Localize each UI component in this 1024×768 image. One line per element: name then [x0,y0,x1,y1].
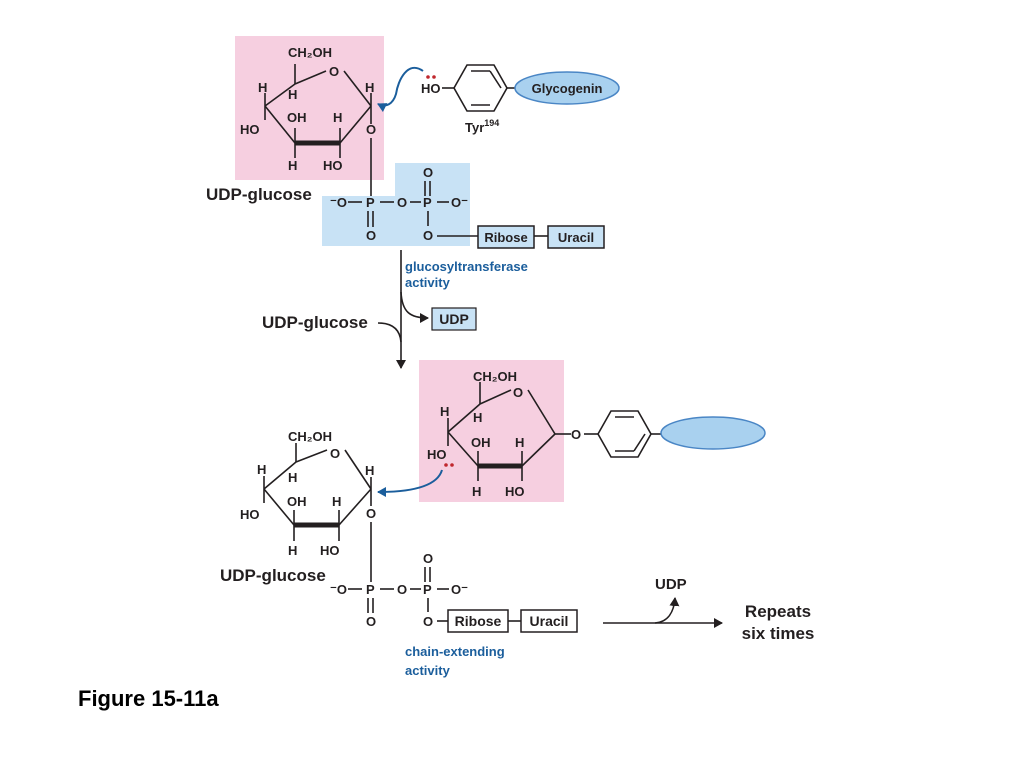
hydroxyl-label: OH [287,110,307,125]
activity-label: activity [405,275,451,290]
glycosidic-oxygen: O [366,506,376,521]
glycogenin-label: Glycogenin [532,81,603,96]
ribose-linking-oxygen: O [423,228,433,243]
udp-release-arrow [654,597,680,624]
hydroxyl-label: HO [505,484,525,499]
glucose-highlight-box [235,36,384,180]
h-atom: H [288,543,297,558]
ribose-box [477,225,535,249]
glucosylated-glycogenin: CH₂OH O H H HO OH H H HO O [377,360,766,502]
udp-glucose-input-label: UDP-glucose [262,313,368,332]
h-atom: H [440,404,449,419]
hydroxyl-label: HO [240,122,260,137]
phosphorus-atom: P [423,195,432,210]
udp-release-arrow [400,291,429,323]
ch2oh-label: CH₂OH [473,369,517,384]
activity-label: activity [405,663,451,678]
ch2oh-label: CH₂OH [288,429,332,444]
udp-release-label: UDP [655,576,687,593]
glycogenin-tyrosine: HO Glycogenin Tyr194 [377,64,620,135]
ribose-linking-oxygen: O [423,614,433,629]
udp-glucose-label: UDP-glucose [220,566,326,585]
h-atom: H [257,462,266,477]
hydroxyl-label: OH [287,494,307,509]
nucleophilic-attack-arrow [377,66,424,113]
phosphate-o-minus: ⁻O [330,195,347,210]
top-udp-glucose-molecule: CH₂OH O H H H HO OH H H HO O ⁻O P O P O⁻… [206,36,605,249]
uracil-label: Uracil [558,230,594,245]
chain-extending-label: chain-extending [405,644,505,659]
reaction-step-1: glucosyltransferase activity UDP UDP-glu… [262,250,528,369]
tyr-label: Tyr194 [465,118,499,135]
h-atom: H [333,110,342,125]
figure-caption: Figure 15-11a [78,686,219,711]
phosphate-o-minus: O⁻ [451,195,468,210]
h-atom: H [365,80,374,95]
glycosidic-oxygen: O [366,122,376,137]
oxo-oxygen: O [423,165,433,180]
hydroxyl-label: HO [240,507,260,522]
chain-extension-attack-arrow [377,469,443,497]
h-atom: H [472,484,481,499]
bridging-oxygen: O [397,195,407,210]
phosphate-o-minus: O⁻ [451,582,468,597]
incoming-udp-glucose: CH₂OH O H H H HO OH H H HO O ⁻O P O P O⁻… [220,429,578,678]
udp-glucose-label: UDP-glucose [206,185,312,204]
h-atom: H [365,463,374,478]
h-atom: H [258,80,267,95]
h-atom: H [288,158,297,173]
udp-label: UDP [439,311,469,327]
oxo-oxygen: O [366,228,376,243]
bridging-oxygen: O [397,582,407,597]
tyrosine-benzene-ring [597,410,652,458]
ring-oxygen: O [330,446,340,461]
six-times-label: six times [742,624,815,643]
glycosidic-oxygen: O [571,427,581,442]
udp-box [431,307,477,331]
glycogenin-protein [514,71,620,105]
uracil-box [547,225,605,249]
glucose-highlight-box [419,360,564,502]
h-atom: H [332,494,341,509]
glucosyltransferase-label: glucosyltransferase [405,259,528,274]
ring-oxygen: O [513,385,523,400]
ring-oxygen: O [329,64,339,79]
repeat-step: UDP Repeats six times [603,576,814,643]
phosphorus-atom: P [366,195,375,210]
hydroxyl-label: OH [471,435,491,450]
uracil-label: Uracil [530,613,569,629]
oxo-oxygen: O [366,614,376,629]
uracil-box [520,609,578,633]
glycogenin-protein [660,416,766,450]
h-atom: H [288,470,297,485]
tyrosine-benzene-ring [453,64,508,112]
udp-glucose-input-arrow [377,322,402,343]
phosphorus-atom: P [366,582,375,597]
h-atom: H [473,410,482,425]
hydroxyl-label: HO [427,447,447,462]
phosphate-highlight-box [322,163,470,246]
phosphate-o-minus: ⁻O [330,582,347,597]
ribose-label: Ribose [484,230,527,245]
tyrosine-hydroxyl: HO [421,81,441,96]
lone-pair-dot [426,75,430,79]
ribose-label: Ribose [455,613,502,629]
h-atom: H [515,435,524,450]
lone-pair-dot [432,75,436,79]
lone-pair-dot [444,463,448,467]
hydroxyl-label: HO [323,158,343,173]
hydroxyl-label: HO [320,543,340,558]
repeats-label: Repeats [745,602,811,621]
ch2oh-label: CH₂OH [288,45,332,60]
lone-pair-dot [450,463,454,467]
h-atom: H [288,87,297,102]
phosphorus-atom: P [423,582,432,597]
oxo-oxygen: O [423,551,433,566]
